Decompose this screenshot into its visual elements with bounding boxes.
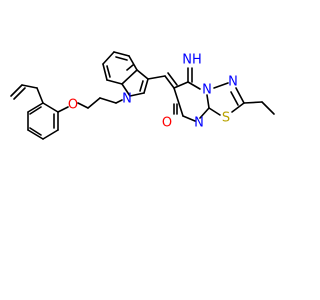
- molecule-structure: NH N N S N O N O: [10, 51, 275, 140]
- imine-nh-label: NH: [182, 53, 202, 68]
- pyrimidine-nitrogen-label: N: [194, 116, 204, 131]
- thiadiazole-nitrogen-label: N: [228, 75, 238, 90]
- sulfur-label: S: [222, 111, 230, 126]
- ring-nitrogen-label: N: [202, 83, 212, 98]
- bonds: [10, 51, 275, 140]
- indole-nitrogen-label: N: [122, 92, 132, 107]
- ether-oxygen-label: O: [68, 98, 78, 113]
- carbonyl-oxygen-label: O: [162, 116, 172, 131]
- atom-labels: NH N N S N O N O: [68, 53, 238, 131]
